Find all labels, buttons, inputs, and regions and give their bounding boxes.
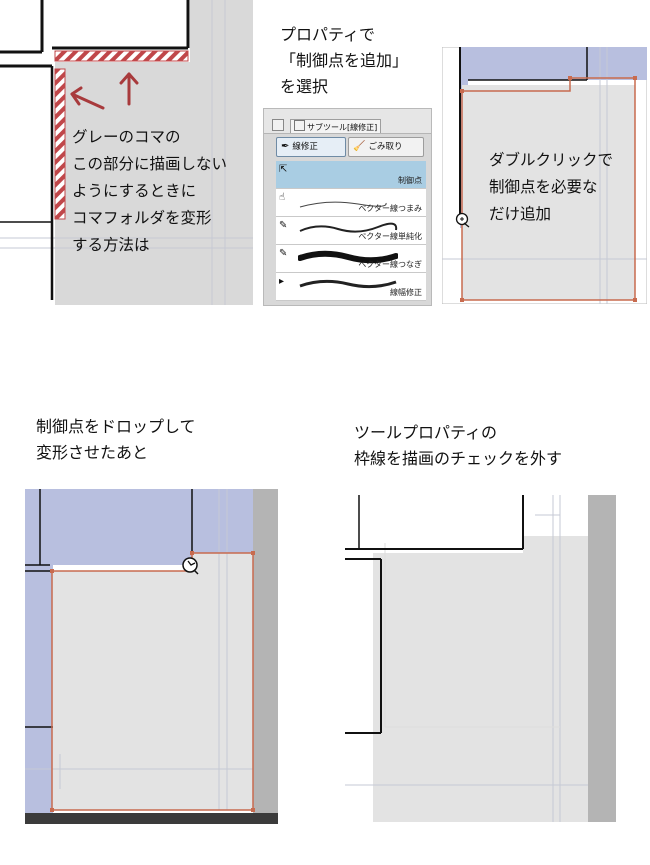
caption-line: コマフォルダを変形 xyxy=(72,209,212,227)
tool-row-line-width[interactable]: ▸ 線幅修正 xyxy=(276,273,426,301)
subtool-tab-label: 線修正 xyxy=(292,142,318,152)
add-point-cursor-icon xyxy=(182,557,199,575)
caption-line: 制御点をドロップして xyxy=(36,417,196,436)
pen-nib-icon: ✒ xyxy=(281,141,290,152)
tool-row-vector-simplify[interactable]: ✎ ベクター線単純化 xyxy=(276,217,426,245)
line-width-icon: ▸ xyxy=(279,276,285,287)
subtool-tab-line-correction[interactable]: ✒線修正 xyxy=(276,137,346,157)
vector-simplify-icon: ✎ xyxy=(279,220,288,231)
caption-line: ダブルクリックで xyxy=(489,151,614,169)
panel-top-mid-caption: プロパティで 「制御点を追加」 を選択 xyxy=(280,22,408,100)
caption-line: 制御点を必要な xyxy=(489,178,598,196)
panel-top-left: グレーのコマの この部分に描画しない ようにするときに コマフォルダを変形 する… xyxy=(0,0,253,305)
vector-connect-icon: ✎ xyxy=(279,248,288,259)
palette-header: サブツール[線修正] xyxy=(264,109,431,134)
caption-line: だけ追加 xyxy=(489,205,552,223)
tool-label: ベクター線単純化 xyxy=(358,232,422,241)
tool-label: 制御点 xyxy=(398,176,422,185)
palette-menu-icon[interactable] xyxy=(272,119,284,131)
caption-line: グレーのコマの xyxy=(72,128,181,146)
panel-top-right-canvas xyxy=(442,47,647,304)
tool-row-vector-pinch[interactable]: ☝ ベクター線つまみ xyxy=(276,189,426,217)
panel-bottom-left-canvas xyxy=(25,489,278,824)
panel-bottom-left-caption: 制御点をドロップして 変形させたあと xyxy=(36,414,196,466)
tool-row-control-point[interactable]: ⇱ 制御点 xyxy=(276,161,426,189)
caption-line: ツールプロパティの xyxy=(354,423,498,442)
stroke-preview xyxy=(299,201,387,208)
caption-line: 「制御点を追加」 xyxy=(280,51,409,70)
subtool-tab-dust[interactable]: 🧹ごみ取り xyxy=(348,137,424,157)
caption-line: を選択 xyxy=(280,77,329,96)
palette-tab-label: サブツール[線修正] xyxy=(307,123,378,132)
tool-row-vector-connect[interactable]: ✎ ベクター線つなぎ xyxy=(276,245,426,273)
caption-line: 枠線を描画のチェックを外す xyxy=(354,449,563,468)
subtool-palette: サブツール[線修正] ✒線修正 🧹ごみ取り ⇱ 制御点 ☝ ベクター線つまみ ✎… xyxy=(263,108,432,306)
control-point-icon: ⇱ xyxy=(279,164,288,175)
panel-top-right-caption: ダブルクリックで 制御点を必要な だけ追加 xyxy=(489,147,613,228)
stroke-preview xyxy=(299,222,398,233)
panel-top-left-canvas xyxy=(0,0,253,305)
stroke-preview xyxy=(298,250,398,264)
subtool-tab-label: ごみ取り xyxy=(368,142,403,152)
tool-label: ベクター線つなぎ xyxy=(358,260,422,269)
caption-line: する方法は xyxy=(72,236,150,254)
panel-bottom-left xyxy=(25,489,278,824)
tool-label: 線幅修正 xyxy=(390,288,422,297)
panel-top-right: ダブルクリックで 制御点を必要な だけ追加 xyxy=(442,47,647,304)
panel-bottom-right-canvas xyxy=(345,495,616,822)
arrow-icon xyxy=(70,72,139,110)
broom-icon: 🧹 xyxy=(353,141,366,152)
vector-pinch-icon: ☝ xyxy=(279,192,286,203)
palette-tab[interactable]: サブツール[線修正] xyxy=(290,119,382,133)
caption-line: ようにするときに xyxy=(72,182,197,200)
panel-bottom-right xyxy=(345,495,616,822)
add-point-cursor-icon xyxy=(455,212,470,228)
caption-line: この部分に描画しない xyxy=(72,155,228,173)
panel-top-left-caption: グレーのコマの この部分に描画しない ようにするときに コマフォルダを変形 する… xyxy=(72,124,227,259)
caption-line: プロパティで xyxy=(280,25,376,44)
stroke-preview xyxy=(299,279,397,289)
caption-line: 変形させたあと xyxy=(36,443,149,462)
subtool-tab-icon xyxy=(294,120,305,131)
panel-bottom-right-caption: ツールプロパティの 枠線を描画のチェックを外す xyxy=(354,420,562,472)
tool-label: ベクター線つまみ xyxy=(358,204,422,213)
